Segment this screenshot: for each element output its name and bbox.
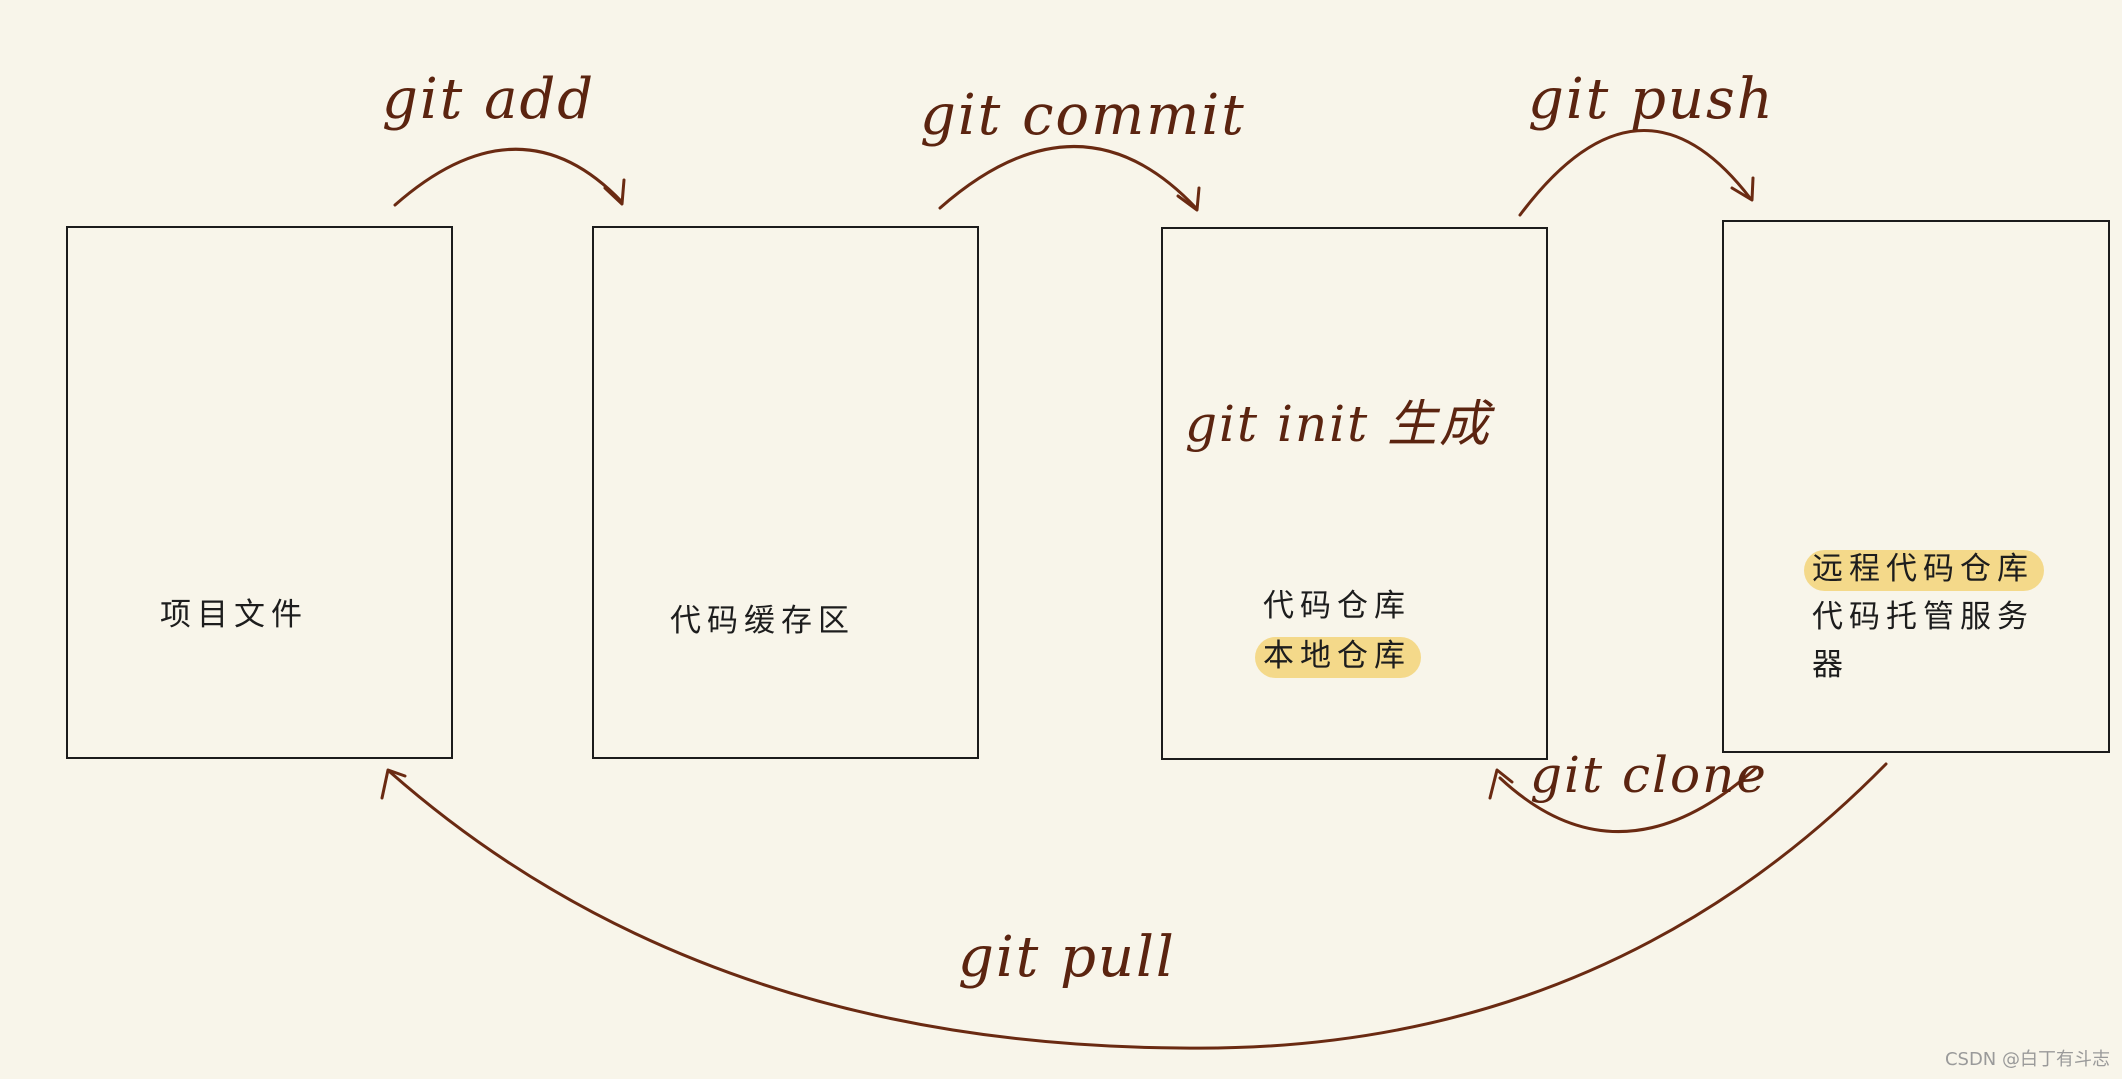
remote-repository-box: 远程代码仓库 代码托管服务 器	[1722, 220, 2110, 753]
git-commit-arrow	[938, 145, 1198, 210]
remote-repository-label-1: 远程代码仓库	[1804, 550, 2044, 591]
staging-area-label: 代码缓存区	[670, 603, 855, 639]
git-push-label: git push	[1528, 67, 1775, 132]
git-clone-arrow	[1498, 766, 1758, 833]
remote-repository-label-2: 代码托管服务	[1812, 599, 2034, 635]
git-clone-arrowhead	[1488, 768, 1514, 800]
git-pull-arrowhead	[380, 768, 407, 800]
git-add-arrow	[393, 147, 624, 207]
git-pull-arrow	[388, 762, 1888, 1050]
git-init-note: git init 生成	[1185, 395, 1492, 453]
git-push-arrowhead	[1730, 176, 1755, 202]
remote-repository-label-3: 器	[1812, 647, 1849, 683]
local-repository-label-1: 代码仓库	[1263, 588, 1411, 624]
git-clone-label: git clone	[1530, 746, 1768, 804]
git-commit-arrowhead	[1176, 186, 1201, 212]
git-add-arrowhead	[603, 178, 626, 206]
working-directory-label: 项目文件	[160, 597, 308, 633]
local-repository-label-2: 本地仓库	[1255, 637, 1421, 678]
git-commit-label: git commit	[920, 83, 1246, 148]
git-push-arrow	[1518, 129, 1752, 217]
watermark: CSDN @白丁有斗志	[1944, 1049, 2110, 1070]
git-pull-label: git pull	[958, 925, 1176, 990]
staging-area-box: 代码缓存区	[592, 226, 979, 759]
working-directory-box: 项目文件	[66, 226, 453, 759]
local-repository-box: git init 生成 代码仓库 本地仓库	[1161, 227, 1548, 760]
git-add-label: git add	[382, 67, 596, 132]
